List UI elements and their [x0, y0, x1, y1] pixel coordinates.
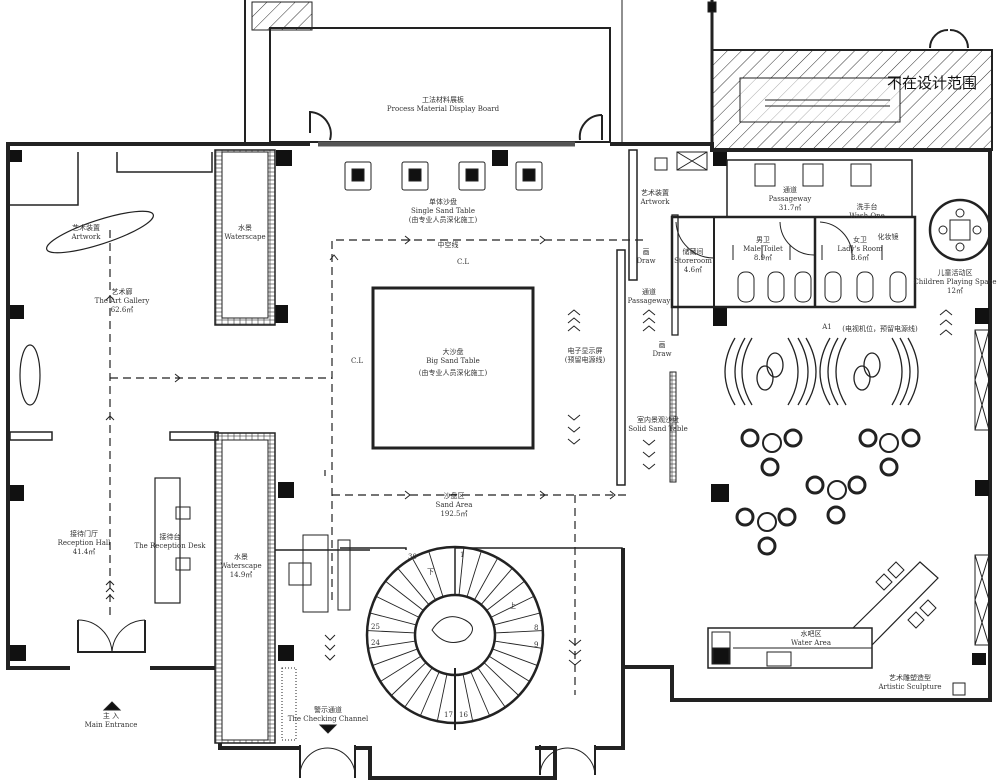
- stair-step-25: 25: [371, 623, 380, 631]
- main-entrance-arrow: [102, 701, 122, 711]
- stair-step-16: 16: [459, 711, 468, 719]
- big-sand-table: [371, 286, 535, 450]
- outer-walls: [6, 141, 992, 780]
- stair-tread: [411, 557, 436, 601]
- reception-desk: [154, 477, 181, 604]
- stair-tread: [385, 580, 424, 611]
- stair-step-24: 24: [371, 639, 380, 647]
- label-cl-top: C.L: [457, 258, 469, 266]
- entrance-doors: [77, 29, 969, 779]
- stair-tread: [380, 655, 422, 682]
- stair-tread: [470, 671, 491, 717]
- stair-tread: [466, 550, 482, 597]
- stair-step-1: 1: [460, 551, 465, 559]
- stair-tread: [367, 630, 416, 634]
- stair-step-30: 30: [408, 553, 417, 561]
- label-tv-note: (电视机位，预留电源线): [842, 325, 918, 333]
- display-board-room: [269, 27, 611, 143]
- columns: [10, 150, 989, 665]
- stair-up-label: 上: [509, 602, 516, 610]
- round-tables: [735, 428, 921, 556]
- label-void-line: 中空线: [437, 241, 459, 249]
- stair-tread: [372, 648, 418, 666]
- children-play-table: [928, 198, 992, 262]
- stair-tread: [490, 595, 535, 618]
- stair-tread: [494, 640, 543, 649]
- stair-tread: [474, 557, 499, 601]
- stair-tread: [428, 550, 444, 597]
- stair-down-label: 下: [427, 568, 434, 576]
- label-out-of-scope: 不在设计范围: [886, 74, 978, 92]
- stair-tread: [436, 674, 448, 722]
- stair-tread: [369, 612, 417, 626]
- stair-tread: [397, 567, 430, 605]
- stair-tread: [390, 662, 427, 696]
- artwork-installation: [46, 210, 154, 254]
- stair-tread: [486, 580, 525, 611]
- stair-tread: [419, 671, 440, 717]
- checking-channel-arrow: [318, 724, 338, 734]
- stair-tread: [488, 655, 530, 682]
- spiral-staircase: [340, 545, 623, 730]
- stair-tread: [492, 648, 538, 666]
- label-cl-left: C.L: [351, 357, 363, 365]
- label-a1: A1: [822, 323, 832, 331]
- stair-tread: [404, 667, 433, 708]
- stair-tread: [480, 567, 513, 605]
- stair-tread: [367, 640, 416, 649]
- stair-step-8: 8: [534, 624, 539, 632]
- stair-tread: [494, 630, 543, 634]
- stair-tread: [375, 595, 420, 618]
- curved-sofas: [724, 337, 919, 406]
- stair-tread: [462, 674, 474, 722]
- label-mirror: 化妆镜: [877, 233, 899, 241]
- circulation-lines: [109, 230, 645, 695]
- stair-tread: [477, 667, 506, 708]
- stair-tread: [458, 547, 465, 596]
- stair-step-9: 9: [534, 641, 539, 649]
- stair-tread: [483, 662, 520, 696]
- stair-step-17: 17: [444, 711, 453, 719]
- single-sand-tables: [344, 161, 543, 191]
- stair-tread: [493, 612, 541, 626]
- label-electronic-display: 电子显示屏(预留电源线): [564, 347, 606, 364]
- direction-arrows: [105, 235, 953, 666]
